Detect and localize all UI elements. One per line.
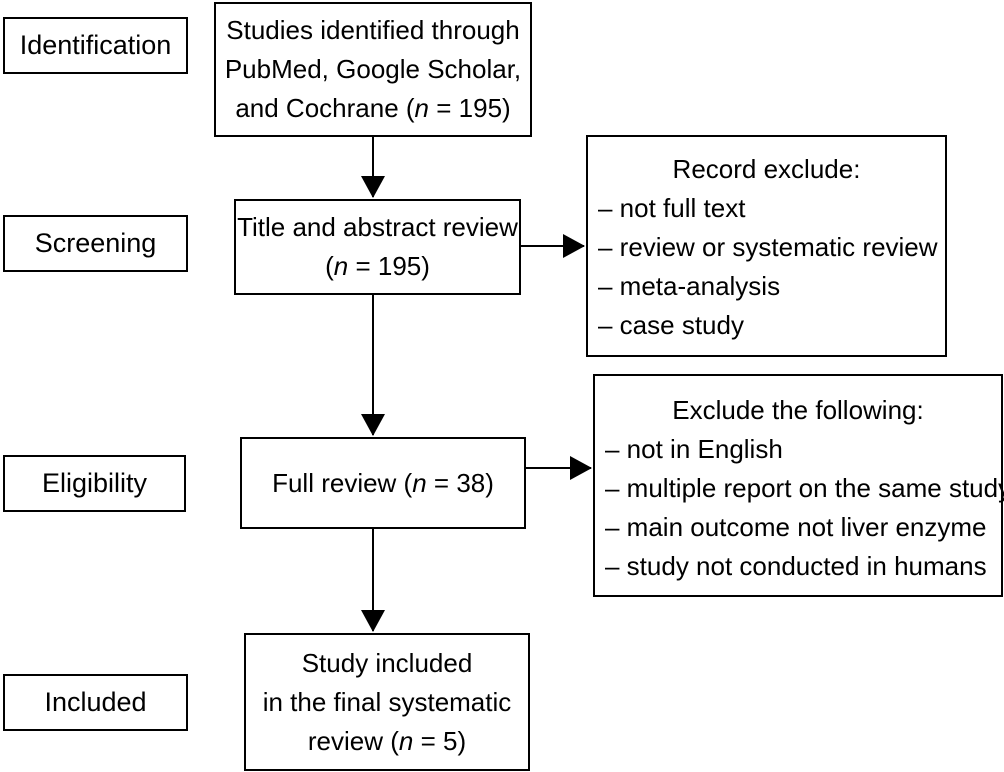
stage-eligibility-label: Eligibility [41,468,148,498]
stage-screening-label: Screening [34,228,157,258]
identified-box: Studies identified through PubMed, Googl… [214,2,532,137]
screening-line1: Title and abstract review [237,212,518,242]
n-symbol: n [398,725,414,756]
arrowhead [361,610,385,632]
identified-line3: and Cochrane (n = 195) [235,93,511,123]
arrowhead [361,176,385,198]
exclude-following-item: – not in English [605,434,783,464]
exclude-following-item: – main outcome not liver enzyme [605,512,987,542]
stage-screening: Screening [3,215,188,272]
arrowhead [570,456,592,480]
record-exclude-title: Record exclude: [672,154,861,184]
record-exclude-item: – not full text [598,193,746,223]
stage-eligibility: Eligibility [3,455,186,512]
full-review-text: Full review (n = 38) [272,467,494,498]
record-exclude-item: – review or systematic review [598,232,938,262]
stage-identification: Identification [3,17,188,74]
n-symbol: n [412,467,427,498]
stage-included: Included [3,674,188,731]
exclude-following-title: Exclude the following: [672,395,924,425]
identified-line2: PubMed, Google Scholar, [224,54,522,84]
stage-included-label: Included [44,687,147,717]
included-line3: review (n = 5) [307,725,467,756]
identified-line1: Studies identified through [226,15,520,45]
record-exclude-item: – meta-analysis [598,271,781,301]
screening-count: (n = 195) [325,251,430,281]
exclude-following-item: – multiple report on the same study [605,473,1004,503]
full-review-box: Full review (n = 38) [240,437,526,529]
record-exclude-item: – case study [598,310,744,340]
included-line1: Study included [301,647,473,678]
arrowhead [563,234,585,258]
n-symbol: n [414,93,430,123]
included-line2: in the final systematic [262,686,512,717]
stage-identification-label: Identification [19,30,172,60]
screening-box: Title and abstract review (n = 195) [234,199,521,295]
included-box: Study included in the final systematic r… [244,633,530,771]
record-exclude-box: Record exclude: – not full text – review… [586,135,947,357]
exclude-following-box: Exclude the following: – not in English … [593,374,1004,597]
arrowhead [361,414,385,436]
n-symbol: n [333,251,349,281]
exclude-following-item: – study not conducted in humans [605,551,987,581]
